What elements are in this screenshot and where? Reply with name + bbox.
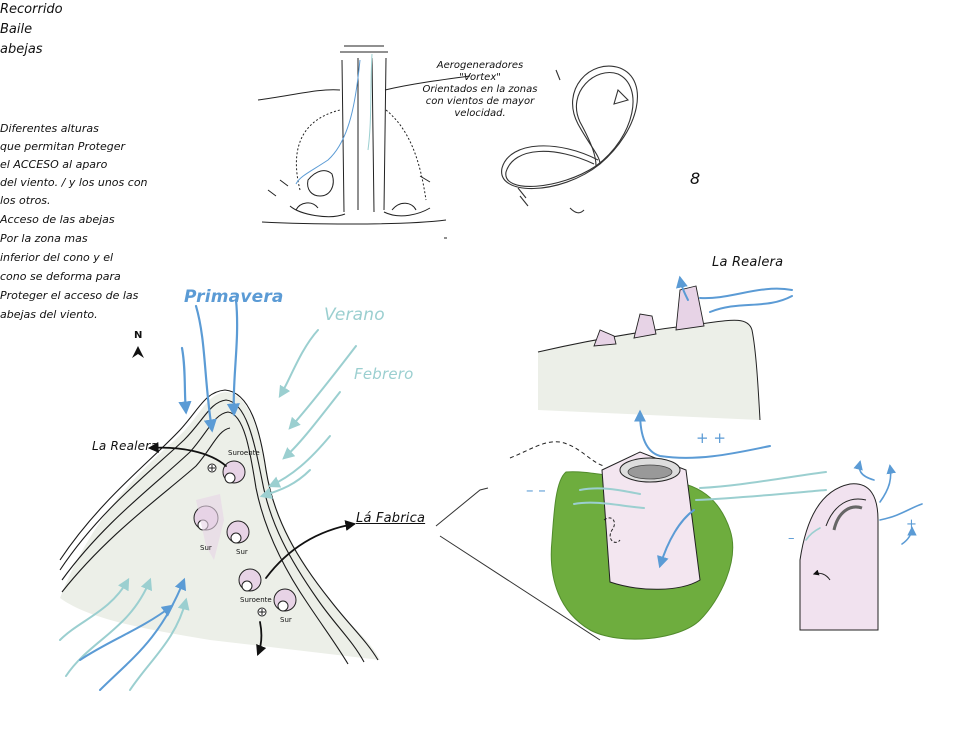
- north-arrow-icon: [132, 346, 144, 358]
- la-realera-profile-label: La Realera: [712, 255, 784, 270]
- eight-label: 8: [690, 169, 701, 188]
- wind-primavera: [178, 298, 240, 433]
- section-water-line: [295, 59, 361, 185]
- infinity-loop: [501, 65, 638, 214]
- callout-arrows: [147, 442, 357, 657]
- connector-line: [435, 487, 601, 641]
- hives: [193, 460, 297, 617]
- mountain-map: [59, 346, 380, 665]
- wind-verano: [259, 329, 357, 499]
- infinity-note: Recorrido Baile abejas: [0, 2, 63, 57]
- orientation-5: Sur: [280, 616, 292, 624]
- north-label: N: [134, 330, 143, 341]
- febrero-label: Febrero: [354, 365, 414, 383]
- primavera-label: Primavera: [184, 287, 284, 307]
- orientation-1: Suroente: [228, 449, 260, 457]
- access-note: Acceso de las abejas Por la zona mas inf…: [0, 213, 139, 321]
- profile-note: Diferentes alturas que permitan Proteger…: [0, 122, 148, 207]
- orientation-3: Sur: [236, 548, 248, 556]
- orientation-4: Suroente: [240, 596, 272, 604]
- cone-view: [509, 409, 827, 640]
- la-fabrica-label: Lá Fabrica: [356, 511, 426, 526]
- plus-label: + +: [696, 429, 726, 447]
- section-water-line-2: [367, 53, 373, 151]
- orientation-2: Sur: [200, 544, 212, 552]
- verano-label: Verano: [324, 305, 385, 325]
- aero-note: Aerogeneradores "Vortex" Orientados en l…: [422, 60, 538, 119]
- la-realera-map-label: La Realera: [92, 439, 158, 453]
- small-cone: [799, 460, 923, 631]
- profile-view: [537, 275, 793, 421]
- minus-small-label: –: [788, 531, 795, 546]
- plus-small-label: +: [906, 517, 917, 532]
- section-sketch: [257, 45, 471, 239]
- wind-west: [59, 577, 190, 691]
- minus-label: – –: [526, 481, 546, 499]
